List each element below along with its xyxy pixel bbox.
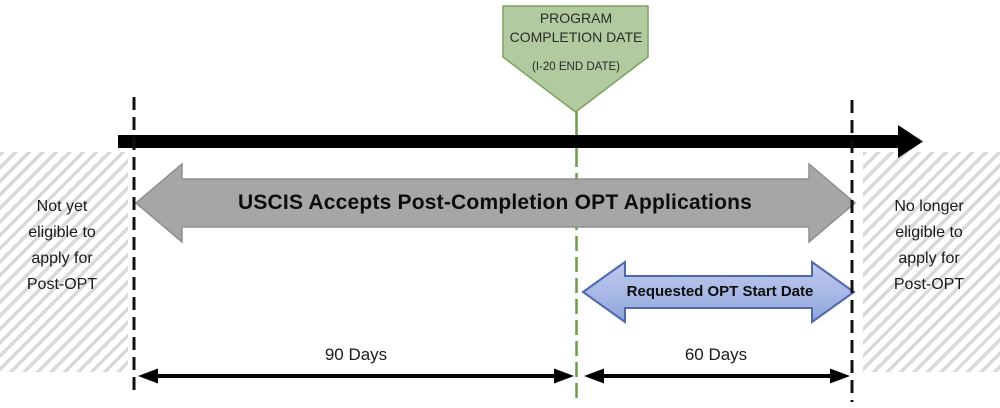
span-90-right-arrowhead-icon [554, 368, 574, 384]
uscis-accepts-label: USCIS Accepts Post-Completion OPT Applic… [237, 191, 753, 214]
marker-label-i20-end-date: (I-20 END DATE) [532, 61, 620, 73]
not-yet-eligible-note: Not yet eligible to apply for Post-OPT [26, 198, 98, 293]
no-longer-eligible-note: No longer eligible to apply for Post-OPT [893, 198, 965, 293]
span-60-days-label: 60 Days [684, 345, 748, 364]
requested-opt-start-double-arrow [581, 260, 856, 324]
uscis-accepts-double-arrow [134, 162, 857, 244]
marker-label-program: PROGRAM [539, 10, 613, 26]
marker-label-completion-date: COMPLETION DATE [509, 29, 643, 45]
not-yet-eligible-hatch-region [0, 152, 128, 372]
program-completion-marker [502, 5, 649, 113]
no-longer-eligible-hatch-region [863, 152, 1000, 372]
span-90-left-arrowhead-icon [138, 368, 158, 384]
span-60-right-arrowhead-icon [830, 368, 850, 384]
timeline-arrowhead-icon [898, 125, 923, 158]
span-60-left-arrowhead-icon [584, 368, 604, 384]
span-90-days-label: 90 Days [324, 345, 388, 364]
timeline-bar [118, 135, 900, 148]
requested-opt-start-label: Requested OPT Start Date [626, 283, 814, 300]
